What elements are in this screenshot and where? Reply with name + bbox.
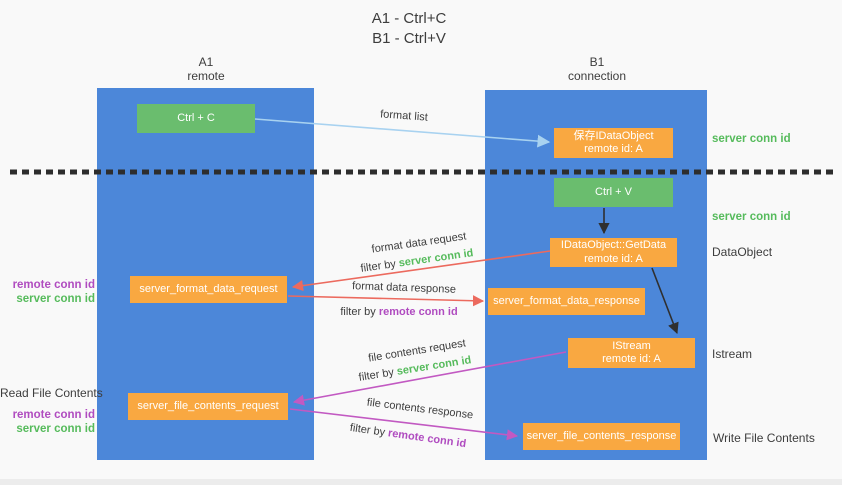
- column-a1-subtitle: remote: [187, 69, 225, 83]
- title-line-1: A1 - Ctrl+C: [371, 10, 447, 27]
- diagram-title: A1 - Ctrl+C B1 - Ctrl+V: [372, 9, 447, 49]
- node-istream-line2: remote id: A: [602, 353, 661, 365]
- server-conn-id-text: server conn id: [397, 247, 475, 270]
- side-label-server-conn-id-1: server conn id: [16, 293, 95, 305]
- bottom-strip: [0, 479, 842, 485]
- side-label-server-conn-id-top: server conn id: [712, 133, 791, 145]
- node-ctrl-c-label: Ctrl + C: [177, 111, 215, 124]
- arrow-format-data-response: [287, 295, 485, 307]
- node-idataobject-getdata-line1: IDataObject::GetData: [560, 239, 667, 251]
- node-server-format-data-request-label: server_format_data_request: [139, 282, 278, 295]
- title-line-2: B1 - Ctrl+V: [372, 30, 446, 47]
- node-save-idataobject: 保存IDataObject remote id: A: [554, 128, 673, 158]
- side-label-server-conn-id-2: server conn id: [16, 423, 95, 435]
- side-label-read-file-contents: Read File Contents: [0, 386, 103, 400]
- node-ctrl-c: Ctrl + C: [137, 104, 255, 133]
- edge-label-file-contents-response: file contents response: [366, 396, 474, 422]
- node-save-idataobject-line1: 保存IDataObject: [573, 129, 654, 142]
- side-label-server-conn-id-mid: server conn id: [712, 211, 791, 223]
- node-save-idataobject-line2: remote id: A: [584, 143, 643, 155]
- node-ctrl-v: Ctrl + V: [554, 178, 673, 207]
- edge-label-format-list: format list: [379, 108, 429, 124]
- node-server-file-contents-request-label: server_file_contents_request: [137, 399, 279, 412]
- column-b1-name: B1: [589, 55, 605, 69]
- edge-label-format-data-response: format data response: [351, 280, 457, 296]
- remote-conn-id-text: remote conn id: [387, 427, 467, 451]
- column-header-a1: A1 remote: [187, 55, 224, 83]
- node-server-format-data-response-label: server_format_data_response: [493, 294, 640, 307]
- node-server-file-contents-response-label: server_file_contents_response: [526, 429, 677, 442]
- node-server-file-contents-response: server_file_contents_response: [523, 423, 680, 450]
- edge-label-filter-remote-2: filter by remote conn id: [349, 422, 467, 450]
- column-a1-name: A1: [198, 55, 214, 69]
- side-label-remote-conn-id-2: remote conn id: [12, 409, 95, 421]
- column-b1-subtitle: connection: [567, 69, 627, 83]
- side-label-istream: Istream: [712, 347, 753, 361]
- node-idataobject-getdata: IDataObject::GetData remote id: A: [550, 238, 677, 267]
- node-istream: IStream remote id: A: [568, 338, 695, 368]
- filter-by-text: filter by: [357, 365, 398, 384]
- filter-by-text: filter by: [340, 306, 379, 318]
- edge-label-filter-remote-1: filter by remote conn id: [340, 306, 457, 318]
- side-label-write-file-contents: Write File Contents: [713, 431, 815, 445]
- side-label-remote-conn-id-1: remote conn id: [12, 279, 95, 291]
- node-server-file-contents-request: server_file_contents_request: [128, 393, 288, 420]
- node-ctrl-v-label: Ctrl + V: [595, 185, 632, 198]
- filter-by-text: filter by: [359, 257, 400, 275]
- remote-conn-id-text: remote conn id: [378, 306, 458, 318]
- node-idataobject-getdata-line2: remote id: A: [584, 252, 643, 265]
- filter-by-text: filter by: [349, 421, 389, 440]
- node-server-format-data-request: server_format_data_request: [130, 276, 287, 303]
- column-header-b1: B1 connection: [568, 55, 626, 83]
- side-label-dataobject: DataObject: [712, 245, 773, 259]
- node-istream-line1: IStream: [612, 339, 651, 352]
- node-server-format-data-response: server_format_data_response: [488, 288, 645, 315]
